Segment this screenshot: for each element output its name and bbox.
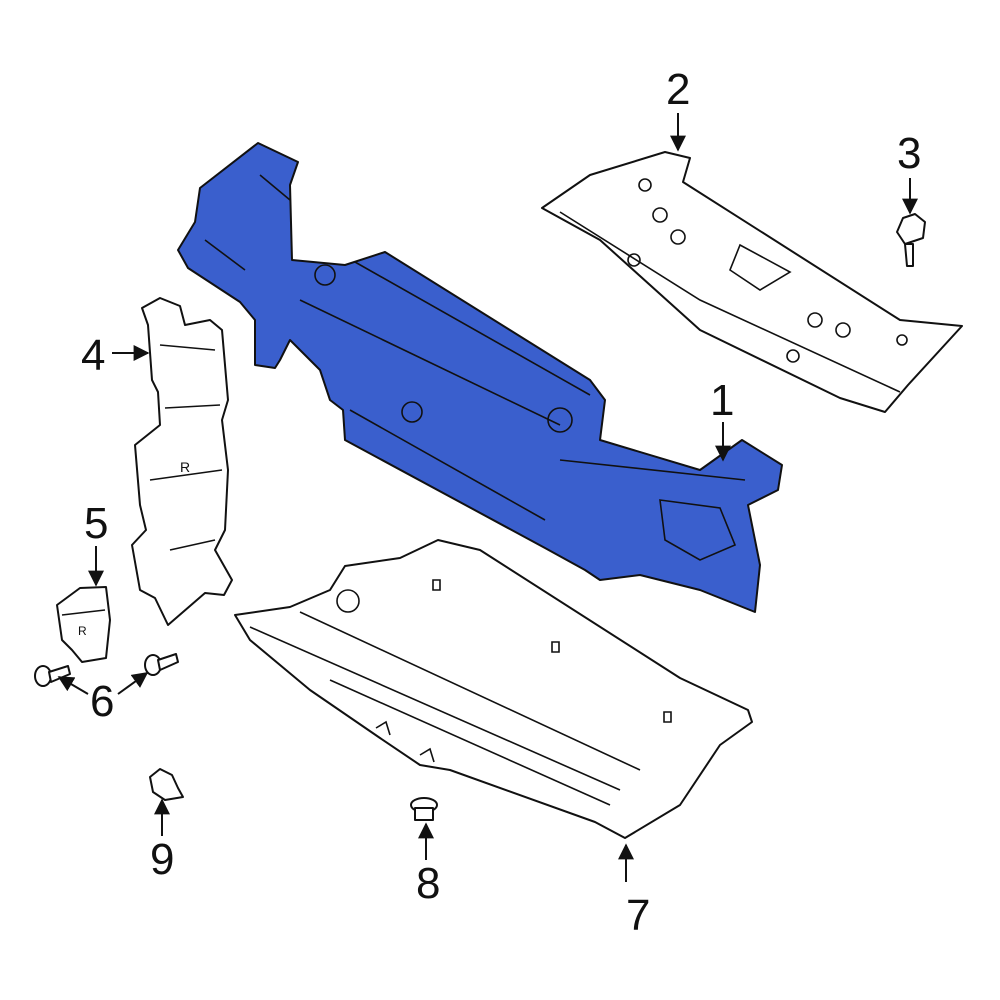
callout-label-7: 7 [626, 891, 650, 940]
part-1-radiator-support[interactable] [177, 142, 783, 613]
part-6-bolt-left[interactable] [34, 665, 71, 687]
svg-text:R: R [78, 624, 87, 638]
svg-text:R: R [180, 459, 190, 475]
callout-arrow-6a [57, 676, 89, 695]
callout-label-3: 3 [897, 129, 921, 178]
callout-label-4: 4 [81, 331, 105, 380]
part-7-lower-shield[interactable] [234, 539, 753, 839]
part-2-upper-cover[interactable] [541, 151, 963, 413]
callout-label-9: 9 [150, 835, 174, 884]
callout-label-8: 8 [416, 859, 440, 908]
part-6-bolt-right[interactable] [144, 653, 179, 676]
part-5-bracket[interactable]: R [56, 586, 111, 663]
callout-label-1: 1 [710, 376, 734, 425]
part-8-push-clip[interactable] [410, 797, 438, 821]
callout-arrow-6b [117, 672, 149, 695]
callout-label-6: 6 [90, 677, 114, 726]
part-4-air-guide[interactable]: R [131, 297, 233, 626]
part-9-retainer[interactable] [149, 768, 184, 801]
callout-label-2: 2 [666, 65, 690, 114]
callout-label-5: 5 [84, 499, 108, 548]
part-3-clip[interactable] [896, 213, 926, 267]
